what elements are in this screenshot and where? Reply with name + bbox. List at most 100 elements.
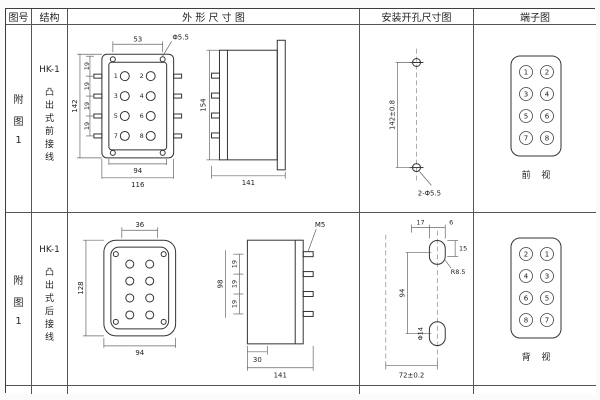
- svg-text:8: 8: [545, 134, 549, 142]
- terminal-cell-row2: 2 1 4 3 6 5 8 7 背 视: [474, 213, 596, 386]
- fig-label: 附: [13, 275, 24, 287]
- header-outline-label: 外 形 尺 寸 图: [182, 13, 245, 24]
- relay-side-view-rear: [246, 239, 314, 344]
- svg-text:5: 5: [524, 112, 528, 120]
- dim-128: 128: [77, 281, 85, 294]
- dim-m5: M5: [315, 221, 325, 229]
- dim-19: 19: [83, 101, 91, 109]
- dim-15: 15: [459, 244, 467, 252]
- dim-142-tol: 142±0.8: [389, 100, 397, 130]
- fig-label: 1: [15, 315, 22, 327]
- svg-text:3: 3: [114, 92, 118, 100]
- structure-cell-row2: HK-1 凸 出 式 后 接 线: [32, 213, 68, 386]
- dim-19: 19: [230, 279, 238, 287]
- dim-19: 19: [83, 62, 91, 70]
- svg-text:1: 1: [114, 72, 118, 80]
- svg-text:2: 2: [545, 68, 549, 76]
- view-label-front: 前 视: [522, 169, 555, 181]
- fig-cell-row1: 附 图 1: [6, 25, 32, 213]
- dim-94: 94: [133, 166, 142, 174]
- bottom-strip: [360, 386, 474, 394]
- mounting-hole-drawing-front: 142±0.8 2-Φ5.5: [389, 48, 441, 197]
- svg-text:1: 1: [545, 250, 549, 258]
- dimension-lines: [385, 224, 459, 369]
- svg-text:5: 5: [114, 112, 118, 120]
- bottom-strip: [474, 386, 596, 394]
- header-terminal-label: 端子图: [520, 13, 550, 24]
- dim-36: 36: [135, 221, 144, 229]
- svg-text:8: 8: [524, 316, 528, 324]
- dim-72-tol: 72±0.2: [399, 371, 425, 379]
- spec-sheet-table: 图号 结构 外 形 尺 寸 图 安装开孔尺寸图 端子图 附 图 1 HK-1 凸…: [5, 8, 596, 394]
- dim-141: 141: [274, 371, 287, 379]
- dim-94: 94: [135, 348, 144, 356]
- dim-phi5-5: Φ5.5: [172, 33, 189, 41]
- svg-text:5: 5: [545, 294, 549, 302]
- outline-drawing-front-wiring: 1 2 3 4 5 6 7 8: [71, 33, 286, 188]
- dim-19: 19: [230, 260, 238, 268]
- mounting-holes: [409, 57, 424, 172]
- svg-text:7: 7: [545, 316, 549, 324]
- dim-53: 53: [133, 35, 142, 43]
- terminal-circles: [519, 246, 554, 327]
- svg-text:8: 8: [140, 131, 144, 139]
- relay-front-view: [93, 53, 183, 158]
- mounting-cell-row1: 142±0.8 2-Φ5.5: [360, 25, 474, 213]
- dim-116: 116: [131, 180, 144, 188]
- header-structure: 结构: [32, 9, 68, 25]
- view-label-back: 背 视: [522, 351, 555, 363]
- header-structure-label: 结构: [39, 13, 60, 24]
- svg-text:4: 4: [140, 92, 144, 100]
- header-fig-no-label: 图号: [8, 13, 29, 24]
- terminal-block-outline: [510, 55, 562, 156]
- structure-text: 凸 出 式 前 接 线: [44, 88, 54, 163]
- terminal-cell-row1: 1 2 3 4 5 6 7 8 前 视: [474, 25, 596, 213]
- svg-text:7: 7: [524, 134, 528, 142]
- bottom-strip: [68, 386, 360, 394]
- structure-cell-row1: HK-1 凸 出 式 前 接 线: [32, 25, 68, 213]
- terminal-diagram-back-view: 2 1 4 3 6 5 8 7 背 视: [510, 237, 562, 363]
- dim-2-phi5-5: 2-Φ5.5: [418, 189, 441, 197]
- dim-phi14: Φ14: [416, 327, 424, 340]
- relay-side-view: [211, 39, 286, 170]
- svg-text:6: 6: [140, 112, 144, 120]
- dim-19: 19: [83, 121, 91, 129]
- dim-r8-5: R8.5: [451, 268, 466, 276]
- svg-text:7: 7: [114, 131, 118, 139]
- dim-30: 30: [253, 355, 262, 363]
- dim-19: 19: [230, 299, 238, 307]
- header-mounting-label: 安装开孔尺寸图: [381, 13, 452, 24]
- fig-label: 附: [13, 95, 24, 106]
- bottom-strip: [6, 386, 32, 394]
- dim-17: 17: [416, 218, 424, 226]
- terminal-circle-numbers: 1 2 3 4 5 6 7 8: [524, 68, 550, 142]
- dim-98: 98: [216, 279, 224, 288]
- svg-text:4: 4: [545, 90, 550, 98]
- dim-19: 19: [83, 81, 91, 89]
- mounting-cell-row2: 17 6 15 R8.5 94 Φ14 72±0.2: [360, 213, 474, 386]
- dim-154: 154: [200, 97, 208, 111]
- terminal-circle-numbers: 2 1 4 3 6 5 8 7: [524, 250, 549, 324]
- terminal-block-outline: [510, 237, 562, 338]
- outline-drawing-rear-wiring: 36 128 94 M5 98 19 19 19 30 141: [77, 221, 325, 379]
- svg-text:1: 1: [524, 68, 528, 76]
- dimension-lines: [82, 226, 317, 371]
- dim-94: 94: [399, 288, 407, 297]
- fig-cell-row2: 附 图 1: [6, 213, 32, 386]
- terminal-diagram-front-view: 1 2 3 4 5 6 7 8 前 视: [510, 55, 562, 181]
- dimension-lines: [395, 61, 432, 186]
- svg-text:2: 2: [524, 250, 528, 258]
- header-terminal: 端子图: [474, 9, 596, 25]
- outline-cell-row2: 36 128 94 M5 98 19 19 19 30 141: [68, 213, 360, 386]
- dim-142: 142: [71, 99, 79, 112]
- model-label: HK-1: [39, 245, 60, 255]
- svg-text:2: 2: [140, 72, 144, 80]
- dimension-lines: [76, 40, 286, 179]
- svg-text:4: 4: [524, 272, 529, 280]
- svg-text:6: 6: [524, 294, 529, 302]
- relay-back-view: [103, 239, 177, 336]
- header-fig-no: 图号: [6, 9, 32, 25]
- dim-6: 6: [449, 218, 453, 226]
- fig-label: 图: [13, 117, 24, 128]
- terminal-circles: [519, 64, 554, 145]
